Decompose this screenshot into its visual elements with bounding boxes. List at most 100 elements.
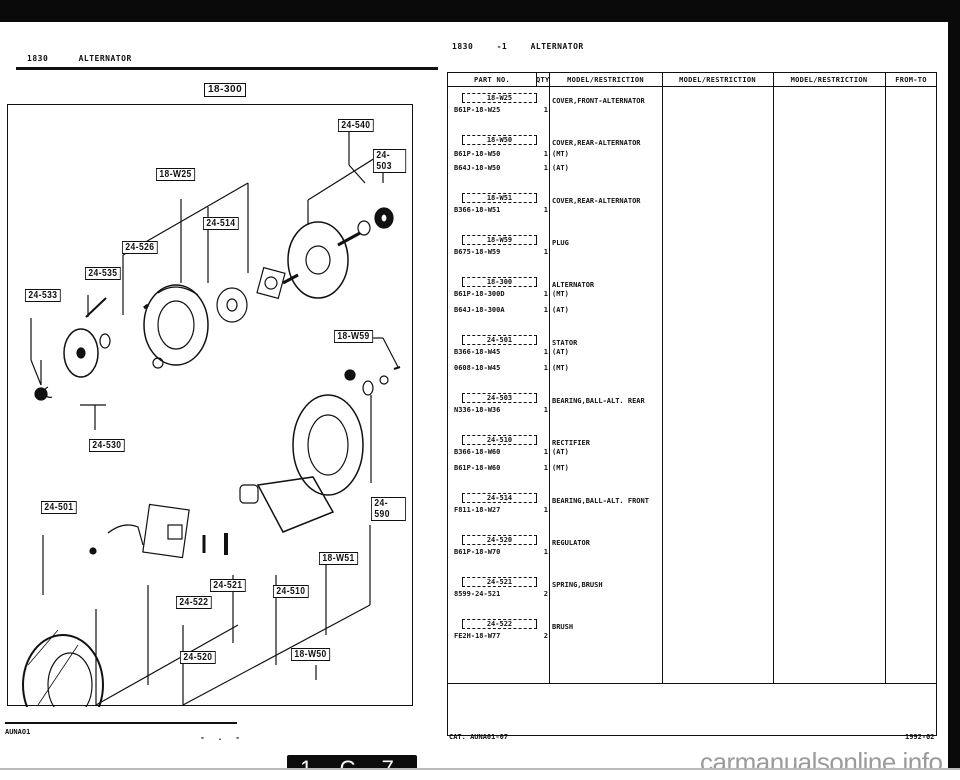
restriction: (MT) <box>552 150 569 158</box>
quantity: 2 <box>543 632 548 640</box>
restriction: (AT) <box>552 348 569 356</box>
col-header-model-1: MODEL/RESTRICTION <box>567 76 644 84</box>
callout-18-W50[interactable]: 18-W50 <box>291 648 331 661</box>
ref-number[interactable]: 18-W50 <box>462 135 537 145</box>
leader-line <box>95 624 239 706</box>
ref-number[interactable]: 24-520 <box>462 535 537 545</box>
callout-24-501[interactable]: 24-501 <box>41 501 77 514</box>
bottom-rule <box>0 768 960 780</box>
callout-24-521[interactable]: 24-521 <box>210 579 246 592</box>
callout-18-W25[interactable]: 18-W25 <box>156 168 196 181</box>
restriction: (MT) <box>552 364 569 372</box>
callout-24-526[interactable]: 24-526 <box>122 241 158 254</box>
ref-number[interactable]: 24-522 <box>462 619 537 629</box>
section-title: ALTERNATOR <box>78 54 132 63</box>
restriction: (MT) <box>552 290 569 298</box>
callout-24-590[interactable]: 24-590 <box>371 497 406 521</box>
footer-catalog-number: CAT. AUNA01-07 <box>449 733 509 741</box>
column-divider <box>885 73 886 683</box>
part-description: RECTIFIER <box>552 439 590 447</box>
rotor-drawing <box>282 221 361 299</box>
section-code: 1830 <box>452 42 474 51</box>
ref-number[interactable]: 18-300 <box>462 277 537 287</box>
part-number: B366-18-W60 <box>454 448 501 456</box>
callout-18-W51[interactable]: 18-W51 <box>319 552 359 565</box>
ref-number[interactable]: 24-521 <box>462 577 537 587</box>
quantity: 1 <box>543 164 548 172</box>
ref-number[interactable]: 18-W59 <box>462 235 537 245</box>
table-header-row: PART NO. QTY MODEL/RESTRICTION MODEL/RES… <box>448 73 936 87</box>
part-description: PLUG <box>552 239 569 247</box>
callout-24-522[interactable]: 24-522 <box>176 596 212 609</box>
callout-24-533[interactable]: 24-533 <box>25 289 61 302</box>
part-description: STATOR <box>552 339 578 347</box>
front-cover-drawing <box>143 284 209 369</box>
bracket-drawing <box>89 524 144 555</box>
part-number: B61P-18-W60 <box>454 464 501 472</box>
table-row[interactable]: B366-18-W60 1 (AT) <box>448 448 936 457</box>
callout-24-540[interactable]: 24-540 <box>338 119 374 132</box>
callout-24-503[interactable]: 24-503 <box>373 149 407 173</box>
quantity: 1 <box>543 206 548 214</box>
part-description: COVER,REAR-ALTERNATOR <box>552 139 641 147</box>
quantity: 1 <box>543 448 548 456</box>
part-description: BEARING,BALL-ALT. FRONT <box>552 497 649 505</box>
callout-24-530[interactable]: 24-530 <box>89 439 125 452</box>
col-header-model-2: MODEL/RESTRICTION <box>679 76 756 84</box>
part-description: ALTERNATOR <box>552 281 595 289</box>
section-title: ALTERNATOR <box>530 42 584 51</box>
part-description: COVER,FRONT-ALTERNATOR <box>552 97 645 105</box>
section-code: 1830 <box>27 54 49 63</box>
restriction: (AT) <box>552 164 569 172</box>
callout-assembly[interactable]: 18-300 <box>204 83 247 97</box>
callout-24-520[interactable]: 24-520 <box>180 651 216 664</box>
part-description: REGULATOR <box>552 539 590 547</box>
ref-number[interactable]: 24-510 <box>462 435 537 445</box>
leader-line <box>348 164 366 184</box>
callout-18-W59[interactable]: 18-W59 <box>334 330 374 343</box>
ref-number[interactable]: 24-514 <box>462 493 537 503</box>
quantity: 2 <box>543 590 548 598</box>
table-row[interactable]: B61P-18-300D 1 (MT) <box>448 290 936 299</box>
callout-24-535[interactable]: 24-535 <box>85 267 121 280</box>
scan-right-border <box>948 0 960 780</box>
leader-line <box>382 337 399 368</box>
bolt-drawing <box>85 297 107 318</box>
ref-number[interactable]: 18-W51 <box>462 193 537 203</box>
quantity: 1 <box>543 548 548 556</box>
part-description: BEARING,BALL-ALT. REAR <box>552 397 645 405</box>
part-number: B366-18-W51 <box>454 206 501 214</box>
callout-24-514[interactable]: 24-514 <box>203 217 239 230</box>
quantity: 1 <box>543 290 548 298</box>
ref-number[interactable]: 18-W25 <box>462 93 537 103</box>
footer-rule <box>5 722 237 724</box>
quantity: 1 <box>543 364 548 372</box>
restriction: (MT) <box>552 464 569 472</box>
scan-top-border <box>0 0 960 22</box>
rectifier-drawing <box>239 476 335 533</box>
ref-number[interactable]: 24-501 <box>462 335 537 345</box>
section-suffix: -1 <box>496 42 508 51</box>
part-number: B61P-18-300D <box>454 290 505 298</box>
part-description: BRUSH <box>552 623 574 631</box>
quantity: 1 <box>543 506 548 514</box>
ref-number[interactable]: 24-503 <box>462 393 537 403</box>
column-divider <box>662 73 663 683</box>
table-row[interactable]: B366-18-W51 1 <box>448 206 936 215</box>
part-description: SPRING,BRUSH <box>552 581 603 589</box>
callout-24-510[interactable]: 24-510 <box>273 585 309 598</box>
restriction: (AT) <box>552 448 569 456</box>
